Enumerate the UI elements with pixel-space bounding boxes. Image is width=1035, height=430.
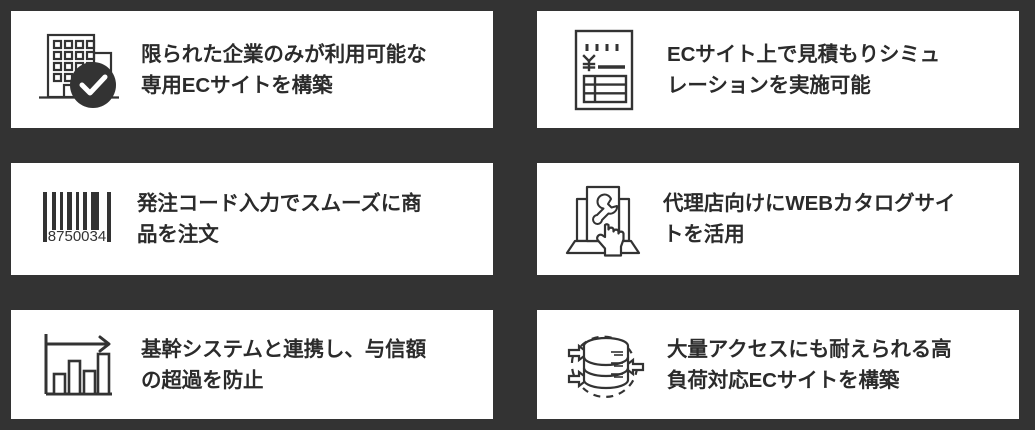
bar-chart-arrow-icon xyxy=(27,319,131,411)
feature-card-label: 発注コード入力でスムーズに商 品を注文 xyxy=(137,192,422,246)
invoice-yen-document-icon xyxy=(553,24,657,116)
feature-card-label: 限られた企業のみが利用可能な 専用ECサイトを構築 xyxy=(141,42,427,97)
feature-card-label: 基幹システムと連携し、与信額 の超過を防止 xyxy=(141,337,426,392)
feature-card-order-code-input[interactable]: 8750034 発注コード入力でスムーズに商 品を注文 xyxy=(11,163,493,275)
barcode-number: 8750034 xyxy=(48,228,106,245)
barcode-icon: 8750034 xyxy=(27,173,127,265)
laptop-catalog-wrench-cursor-icon xyxy=(553,173,653,265)
feature-card-grid: 限られた企業のみが利用可能な 専用ECサイトを構築 xyxy=(11,11,1019,419)
feature-card-core-system-credit-limit[interactable]: 基幹システムと連携し、与信額 の超過を防止 xyxy=(11,310,493,419)
feature-card-label: ECサイト上で見積もりシミュ レーションを実施可能 xyxy=(667,42,941,97)
feature-card-label: 代理店向けにWEBカタログサイ トを活用 xyxy=(663,192,956,246)
database-sync-icon xyxy=(553,319,657,411)
feature-card-web-catalog-for-agencies[interactable]: 代理店向けにWEBカタログサイ トを活用 xyxy=(537,163,1019,275)
feature-card-high-load-ec-site[interactable]: 大量アクセスにも耐えられる高 負荷対応ECサイトを構築 xyxy=(537,310,1019,419)
feature-card-quote-simulation[interactable]: ECサイト上で見積もりシミュ レーションを実施可能 xyxy=(537,11,1019,128)
feature-card-limited-companies-ec-site[interactable]: 限られた企業のみが利用可能な 専用ECサイトを構築 xyxy=(11,11,493,128)
building-with-check-icon xyxy=(27,24,131,116)
feature-card-label: 大量アクセスにも耐えられる高 負荷対応ECサイトを構築 xyxy=(667,337,952,392)
